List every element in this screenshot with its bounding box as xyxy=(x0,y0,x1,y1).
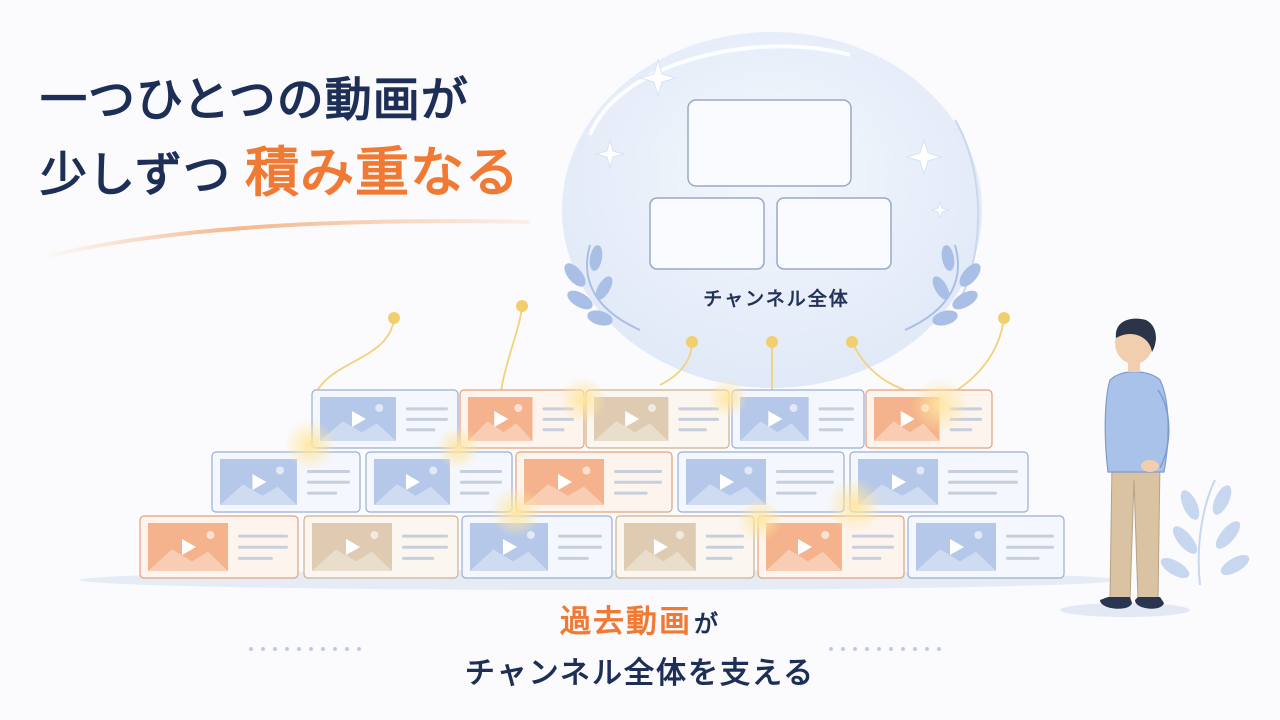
caption-highlight: 過去動画 xyxy=(560,604,692,640)
play-icon xyxy=(900,411,915,427)
video-card xyxy=(303,515,459,579)
bubble-label-wrap: チャンネル全体 xyxy=(0,284,1280,311)
video-card xyxy=(585,389,730,449)
thumbnail-image-icon xyxy=(148,523,228,571)
channel-bubble xyxy=(562,32,982,388)
sparkle-icon xyxy=(594,58,950,220)
caption-particle: が xyxy=(694,610,720,638)
play-icon xyxy=(405,474,420,490)
headline-line-1: 一つひとつの動画が xyxy=(40,73,469,128)
bubble-card-left xyxy=(649,197,765,270)
play-icon xyxy=(797,539,812,555)
caption-dots-left xyxy=(249,647,361,651)
play-icon xyxy=(503,539,517,555)
thumbnail-image-icon xyxy=(916,523,996,571)
play-icon xyxy=(351,411,366,427)
bubble-card-top xyxy=(687,99,852,187)
play-icon xyxy=(346,539,360,555)
video-card xyxy=(615,515,755,579)
headline-accent: 積み重なる xyxy=(245,141,521,204)
headline: 一つひとつの動画が 少しずつ積み重なる xyxy=(40,68,520,215)
video-card xyxy=(365,451,513,513)
play-icon xyxy=(950,539,964,555)
video-card xyxy=(731,389,865,449)
video-card xyxy=(211,451,361,513)
play-icon xyxy=(653,539,668,555)
connection-nodes xyxy=(388,300,1010,348)
thumbnail-image-icon xyxy=(374,459,450,505)
play-icon xyxy=(494,411,509,427)
video-card-pyramid xyxy=(139,389,1065,579)
play-icon xyxy=(252,474,267,490)
video-card xyxy=(459,389,585,449)
bubble-label: チャンネル全体 xyxy=(703,288,850,310)
headline-line-2-plain: 少しずつ xyxy=(40,148,232,203)
thumbnail-image-icon xyxy=(470,523,548,571)
play-icon xyxy=(558,474,572,490)
thumbnail-image-icon xyxy=(740,397,809,441)
caption-line-1: 過去動画が xyxy=(0,596,1280,641)
play-icon xyxy=(892,474,906,490)
caption-line-2: チャンネル全体を支える xyxy=(464,656,816,691)
bubble-card-right xyxy=(776,197,892,270)
play-icon xyxy=(182,539,196,555)
thumbnail-image-icon xyxy=(220,459,297,505)
video-card xyxy=(907,515,1065,579)
headline-line-2: 少しずつ積み重なる xyxy=(40,134,520,215)
caption-dots-right xyxy=(829,647,941,651)
plant-icon xyxy=(1160,479,1250,586)
glow-highlights xyxy=(284,376,968,542)
video-card xyxy=(677,451,845,513)
brush-underline xyxy=(38,219,530,260)
play-icon xyxy=(768,411,783,427)
video-card xyxy=(139,515,299,579)
laurel-branch-icon xyxy=(564,244,981,331)
play-icon xyxy=(625,411,640,427)
person-illustration xyxy=(1100,318,1170,609)
play-icon xyxy=(720,474,734,490)
